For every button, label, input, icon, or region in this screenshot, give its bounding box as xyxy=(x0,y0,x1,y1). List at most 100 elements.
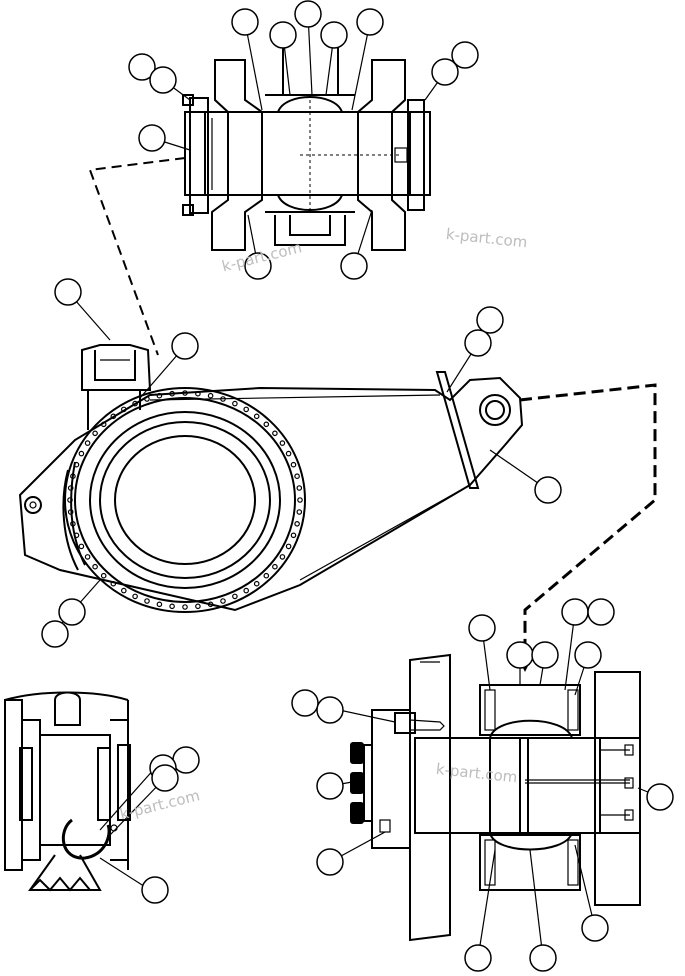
callout-bubble xyxy=(269,21,297,49)
ring-bolt xyxy=(169,390,175,397)
callout-bubble xyxy=(291,689,319,717)
ring-bolt xyxy=(156,392,163,399)
ring-bolt xyxy=(67,485,74,491)
ring-bolt xyxy=(78,450,85,457)
ring-bolt xyxy=(290,532,297,539)
callout-bubble xyxy=(574,641,602,669)
ring-bolt xyxy=(73,461,80,468)
ring-bolt xyxy=(84,440,91,446)
arm-assembly xyxy=(18,344,524,612)
ring-bolt xyxy=(100,421,107,428)
ring-bolt xyxy=(263,421,270,428)
ring-bolt xyxy=(263,572,270,579)
ring-bolt xyxy=(78,543,85,550)
ring-bolt xyxy=(73,532,80,539)
ring-bolt xyxy=(296,485,303,491)
callout-bubble xyxy=(534,476,562,504)
callout-bubble xyxy=(58,598,86,626)
callout-bubble xyxy=(138,124,166,152)
ring-bolt xyxy=(110,413,117,420)
ring-bolt xyxy=(144,598,150,604)
callout-bubble xyxy=(561,598,589,626)
callout-bubble xyxy=(171,332,199,360)
ring-bolt xyxy=(285,450,292,457)
ring-bolt xyxy=(297,497,303,503)
callout-bubble xyxy=(581,914,609,942)
ring-bolt xyxy=(182,604,188,610)
ring-bolt xyxy=(156,601,163,608)
ring-bolt xyxy=(70,473,76,480)
ring-bolt xyxy=(253,580,260,587)
callout-bubble xyxy=(149,66,177,94)
ring-bolt xyxy=(132,593,138,600)
ring-bolt xyxy=(272,430,278,437)
ring-bolt xyxy=(92,563,98,570)
ring-bolt xyxy=(207,392,214,399)
ring-bolt xyxy=(243,406,250,413)
ring-bolt xyxy=(67,497,73,503)
callout-bubble xyxy=(316,696,344,724)
ring-bolt xyxy=(290,461,297,468)
ring-bolt xyxy=(169,603,175,610)
bottom-right-section xyxy=(350,653,641,942)
callout-bubble xyxy=(468,614,496,642)
callout-bubble xyxy=(506,641,534,669)
ring-bolt xyxy=(220,396,226,402)
callout-bubble xyxy=(151,764,179,792)
ring-bolt xyxy=(121,406,127,413)
callout-bubble xyxy=(231,8,259,36)
ring-bolt xyxy=(144,396,150,402)
callout-bubble xyxy=(431,58,459,86)
callout-bubble xyxy=(340,252,368,280)
ring-bolt xyxy=(121,587,127,594)
callout-bubble xyxy=(128,53,156,81)
bottom-left-detail xyxy=(4,691,166,892)
ring-bolt xyxy=(243,587,250,594)
callout-bubble xyxy=(476,306,504,334)
callout-bubble xyxy=(451,41,479,69)
bottom-right-leaders xyxy=(329,611,661,959)
callout-bubble xyxy=(141,876,169,904)
ring-bolt xyxy=(220,598,226,604)
ring-bolt xyxy=(100,572,107,579)
callout-bubble xyxy=(316,848,344,876)
ring-bolt xyxy=(272,563,278,570)
callout-bubble xyxy=(172,746,200,774)
ring-bolt xyxy=(294,473,300,480)
ring-bolt xyxy=(207,601,214,608)
ring-bolt xyxy=(195,390,201,397)
callout-bubble xyxy=(356,8,384,36)
callout-bubble xyxy=(294,0,322,28)
ring-bolt xyxy=(279,440,286,446)
callout-bubble xyxy=(320,21,348,49)
ring-bolt xyxy=(132,400,138,407)
ring-bolt xyxy=(232,400,238,407)
ring-bolt xyxy=(70,520,76,527)
ring-bolt xyxy=(195,603,201,610)
callout-bubble xyxy=(244,252,272,280)
slewing-ring xyxy=(62,387,306,613)
top-section-view xyxy=(182,22,431,251)
callout-bubble xyxy=(54,278,82,306)
callout-bubble xyxy=(531,641,559,669)
ring-bolt xyxy=(232,593,238,600)
callout-bubble xyxy=(464,944,492,972)
callout-bubbles xyxy=(41,0,674,972)
callout-bubble xyxy=(646,783,674,811)
ring-bolt xyxy=(67,509,74,515)
ring-bolt xyxy=(296,509,303,515)
ring-bolt xyxy=(92,430,98,437)
ring-bolt xyxy=(253,413,260,420)
callout-bubble xyxy=(587,598,615,626)
ring-bolt xyxy=(182,390,188,396)
callout-bubble xyxy=(529,944,557,972)
callout-bubble xyxy=(316,772,344,800)
ring-bolt xyxy=(294,520,300,527)
ring-bolt xyxy=(84,554,91,560)
callout-bubble xyxy=(41,620,69,648)
ring-bolt xyxy=(285,543,292,550)
top-leaders xyxy=(151,13,446,267)
ring-bolt xyxy=(110,580,117,587)
ring-bolt xyxy=(279,554,286,560)
